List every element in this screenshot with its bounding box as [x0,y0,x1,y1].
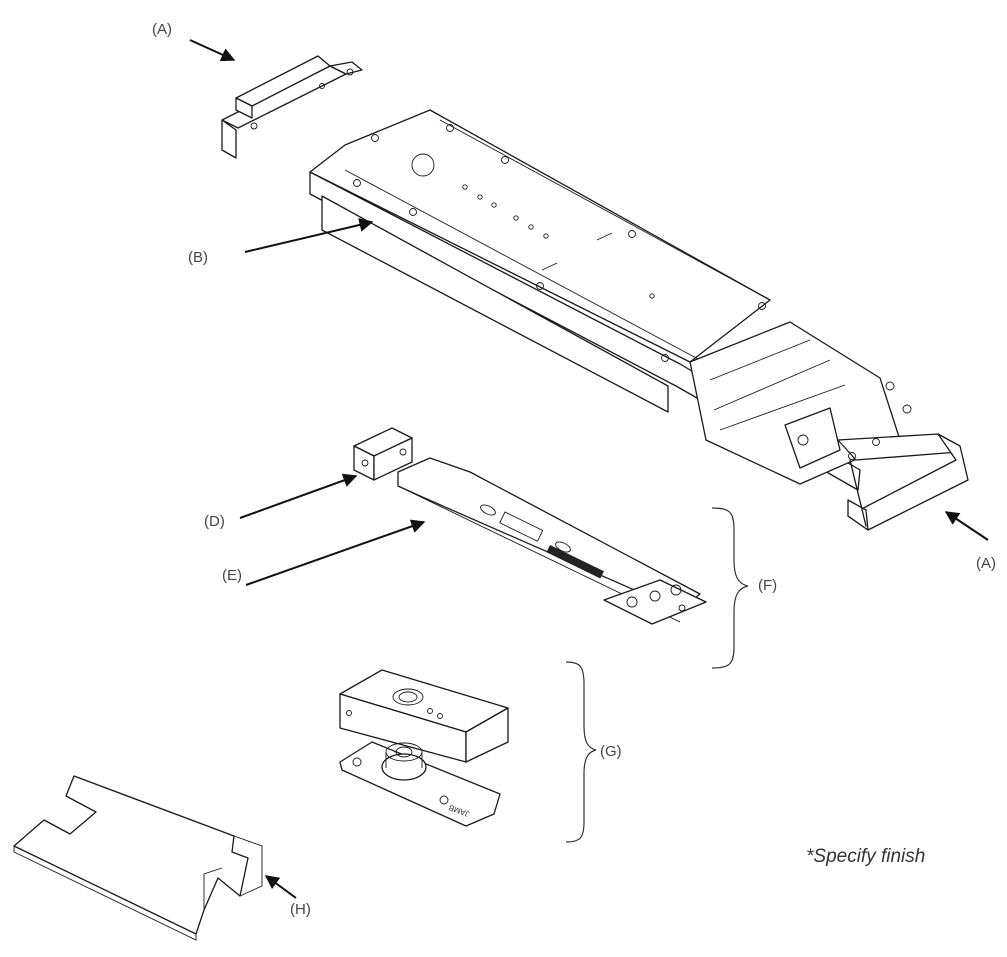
label-f: (F) [758,577,778,594]
mounting-bracket-right [837,433,969,531]
spacer-block [353,427,413,481]
label-a-right: (A) [976,555,996,572]
label-h: (H) [290,901,311,918]
pivot-arm [397,457,707,625]
group-braces [565,507,749,843]
arrow-b [244,218,374,253]
arrow-a-right [944,511,989,541]
brace-f [711,507,749,669]
mounting-bracket-top [221,55,363,159]
specify-finish-note: *Specify finish [806,846,926,867]
label-d: (D) [204,513,225,530]
label-b: (B) [188,249,208,266]
label-g: (G) [600,743,622,760]
cover-plate [13,775,263,941]
leader-arrows [189,39,989,899]
arrow-h [264,875,297,899]
adjustment-holes [462,184,655,299]
label-a-top: (A) [152,21,172,38]
arrow-e [245,519,426,586]
label-e: (E) [222,567,242,584]
arrow-d [239,473,358,519]
arrow-a-top [189,39,236,62]
pivot-assembly: JAMB [339,669,509,827]
mounting-screws [353,124,766,362]
brace-g [565,661,597,843]
